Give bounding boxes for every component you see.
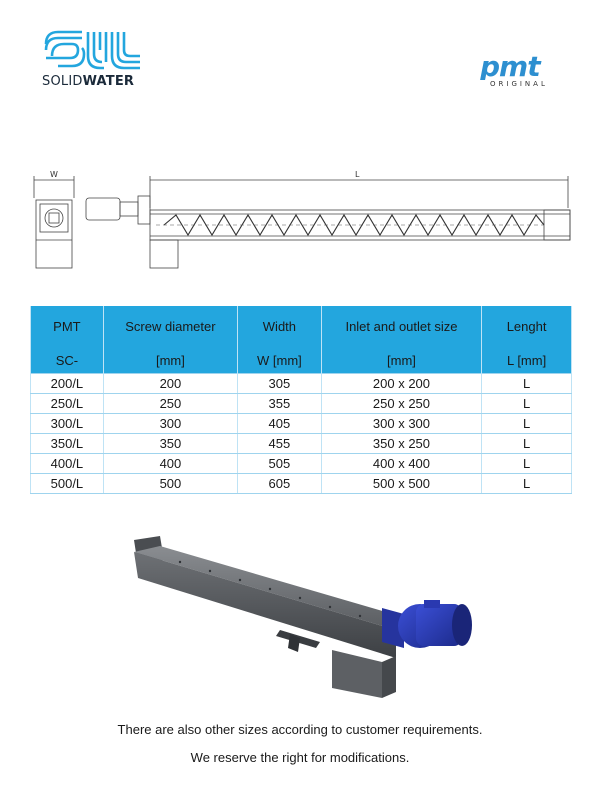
pmt-logo: pmt ORIGINAL xyxy=(478,50,568,94)
cell-model: 500/L xyxy=(30,473,104,494)
solidwater-logo: SOLIDWATER xyxy=(42,28,142,94)
cell-model: 250/L xyxy=(30,393,104,414)
unit-width: W [mm] xyxy=(237,347,322,374)
dim-l-label: L xyxy=(355,170,360,179)
product-photo xyxy=(134,536,472,698)
unit-pmt: SC- xyxy=(30,347,104,374)
note-modifications: We reserve the right for modifications. xyxy=(190,750,410,765)
table-row: 500/L 500 605 500 x 500 L xyxy=(30,473,572,494)
cell-diameter: 200 xyxy=(102,373,239,394)
cell-length: L xyxy=(481,433,572,454)
cell-length: L xyxy=(481,473,572,494)
cell-model: 350/L xyxy=(30,433,104,454)
note-other-sizes: There are also other sizes according to … xyxy=(117,722,483,737)
dim-w-label: W xyxy=(50,170,58,179)
table-row: 200/L 200 305 200 x 200 L xyxy=(30,373,572,394)
cell-diameter: 300 xyxy=(102,413,239,434)
table-row: 250/L 250 355 250 x 250 L xyxy=(30,393,572,414)
cell-length: L xyxy=(481,393,572,414)
table-row: 350/L 350 455 350 x 250 L xyxy=(30,433,572,454)
cell-inlet: 350 x 250 xyxy=(320,433,483,454)
col-header-length: Lenght xyxy=(481,306,572,348)
cell-model: 400/L xyxy=(30,453,104,474)
cell-inlet: 200 x 200 xyxy=(320,373,483,394)
spec-table: PMT Screw diameter Width Inlet and outle… xyxy=(30,306,572,494)
cell-inlet: 300 x 300 xyxy=(320,413,483,434)
technical-drawing: W L xyxy=(33,170,571,269)
unit-screw-diameter: [mm] xyxy=(102,347,239,374)
cell-inlet: 250 x 250 xyxy=(320,393,483,414)
screw-flight-drawing xyxy=(163,213,545,237)
cell-inlet: 400 x 400 xyxy=(320,453,483,474)
col-header-screw-diameter: Screw diameter xyxy=(102,306,239,348)
cell-inlet: 500 x 500 xyxy=(320,473,483,494)
cell-diameter: 500 xyxy=(102,473,239,494)
cell-model: 200/L xyxy=(30,373,104,394)
solidwater-mark-icon xyxy=(44,30,140,70)
unit-inlet-outlet: [mm] xyxy=(320,347,483,374)
col-header-pmt: PMT xyxy=(30,306,104,348)
cell-width: 605 xyxy=(237,473,322,494)
pmt-original-label: ORIGINAL xyxy=(490,80,548,88)
cell-diameter: 250 xyxy=(102,393,239,414)
cell-length: L xyxy=(481,453,572,474)
cell-width: 305 xyxy=(237,373,322,394)
cell-width: 455 xyxy=(237,433,322,454)
cell-diameter: 350 xyxy=(102,433,239,454)
cell-length: L xyxy=(481,373,572,394)
table-row: 300/L 300 405 300 x 300 L xyxy=(30,413,572,434)
col-header-width: Width xyxy=(237,306,322,348)
table-header-row: PMT Screw diameter Width Inlet and outle… xyxy=(30,306,572,348)
cell-model: 300/L xyxy=(30,413,104,434)
cell-width: 505 xyxy=(237,453,322,474)
cell-width: 355 xyxy=(237,393,322,414)
table-units-row: SC- [mm] W [mm] [mm] L [mm] xyxy=(30,347,572,374)
solidwater-wordmark: SOLIDWATER xyxy=(42,74,135,89)
table-row: 400/L 400 505 400 x 400 L xyxy=(30,453,572,474)
pmt-wordmark-icon: pmt xyxy=(479,50,543,83)
pmt-letters: pmt xyxy=(479,52,542,80)
cell-diameter: 400 xyxy=(102,453,239,474)
cell-length: L xyxy=(481,413,572,434)
cell-width: 405 xyxy=(237,413,322,434)
unit-length: L [mm] xyxy=(481,347,572,374)
col-header-inlet-outlet: Inlet and outlet size xyxy=(320,306,483,348)
